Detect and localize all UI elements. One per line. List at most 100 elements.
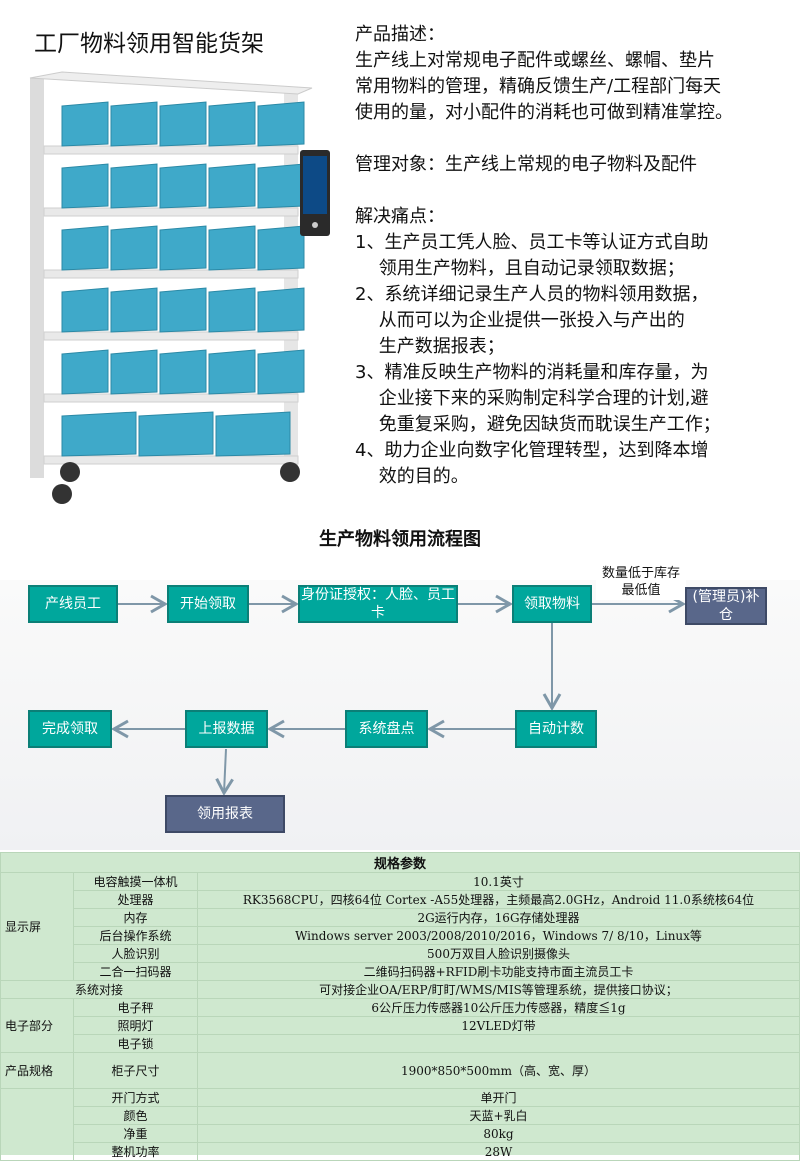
terminal-screen <box>303 156 327 214</box>
spec-value: 500万双目人脸识别摄像头 <box>197 944 800 963</box>
group-label: 产品规格 <box>0 1052 74 1089</box>
desc-line: 4、助力企业向数字化管理转型，达到降本增 <box>355 440 709 461</box>
spec-item: 人脸识别 <box>73 944 198 963</box>
storage-bin <box>61 101 109 147</box>
desc-line: 效的目的。 <box>355 466 469 487</box>
spec-item: 电容触摸一体机 <box>73 872 198 891</box>
step-pick-material: 领取物料 <box>512 585 592 623</box>
step-report-data: 上报数据 <box>185 710 268 748</box>
spec-item: 颜色 <box>73 1106 198 1125</box>
storage-bin <box>110 349 158 395</box>
storage-bin <box>208 349 256 395</box>
shelf-product-image <box>29 71 330 504</box>
storage-bin <box>159 349 207 395</box>
storage-bin <box>257 101 305 147</box>
desc-line: 生产线上对常规电子配件或螺丝、螺帽、垫片 <box>355 50 715 71</box>
step-start-pickup: 开始领取 <box>167 585 249 623</box>
storage-bin <box>159 225 207 271</box>
storage-bin <box>208 163 256 209</box>
spec-value: 10.1英寸 <box>197 872 800 891</box>
flowchart-title: 生产物料领用流程图 <box>319 529 481 550</box>
shelf-plank <box>43 393 299 403</box>
storage-bin <box>138 411 214 457</box>
shelf-plank <box>43 207 299 217</box>
shelf-top <box>29 71 313 95</box>
spec-item: 开门方式 <box>73 1088 198 1107</box>
desc-line: 产品描述： <box>355 24 445 45</box>
step-inventory: 系统盘点 <box>345 710 428 748</box>
storage-bin <box>159 101 207 147</box>
terminal-camera <box>312 222 318 228</box>
page-title: 工厂物料领用智能货架 <box>34 31 264 57</box>
spec-item: 后台操作系统 <box>73 926 198 945</box>
spec-value: RK3568CPU，四核64位 Cortex -A55处理器，主频最高2.0GH… <box>197 890 800 909</box>
shelf-plank <box>43 269 299 279</box>
spec-item: 照明灯 <box>73 1016 198 1035</box>
desc-line: 管理对象：生产线上常规的电子物料及配件 <box>355 154 697 175</box>
step-usage-report: 领用报表 <box>165 795 285 833</box>
step-identity-auth: 身份证授权：人脸、员工卡 <box>298 585 458 623</box>
desc-line <box>355 126 733 152</box>
wheel <box>280 462 300 482</box>
desc-line: 1、生产员工凭人脸、员工卡等认证方式自助 <box>355 232 709 253</box>
spec-item: 整机功率 <box>73 1142 198 1161</box>
wheel <box>60 462 80 482</box>
desc-line: 生产数据报表； <box>355 336 505 357</box>
desc-line: 3、精准反映生产物料的消耗量和库存量，为 <box>355 362 709 383</box>
group-empty <box>0 1088 74 1161</box>
step-line-worker: 产线员工 <box>28 585 118 623</box>
spec-value: 天蓝+乳白 <box>197 1106 800 1125</box>
desc-line: 从而可以为企业提供一张投入与产出的 <box>355 310 685 331</box>
storage-bin <box>61 163 109 209</box>
spec-value: 单开门 <box>197 1088 800 1107</box>
spec-value: 80kg <box>197 1124 800 1143</box>
step-replenish: (管理员)补仓 <box>685 587 767 625</box>
desc-line: 使用的量，对小配件的消耗也可做到精准掌控。 <box>355 102 733 123</box>
step-auto-count: 自动计数 <box>515 710 597 748</box>
storage-bin <box>61 287 109 333</box>
spec-item: 系统对接 <box>0 980 198 999</box>
spec-value <box>197 1034 800 1053</box>
spec-value: Windows server 2003/2008/2010/2016，Windo… <box>197 926 800 945</box>
product-description: 产品描述： 生产线上对常规电子配件或螺丝、螺帽、垫片 常用物料的管理，精确反馈生… <box>355 22 733 490</box>
flow-arrows <box>110 594 687 797</box>
step-complete: 完成领取 <box>28 710 112 748</box>
storage-bin <box>257 349 305 395</box>
group-label: 电子部分 <box>0 998 74 1053</box>
desc-line: 免重复采购，避免因缺货而耽误生产工作； <box>355 414 721 435</box>
storage-bin <box>208 225 256 271</box>
spec-item: 电子秤 <box>73 998 198 1017</box>
shelf-plank <box>43 145 299 155</box>
spec-value: 12VLED灯带 <box>197 1016 800 1035</box>
storage-bin <box>110 101 158 147</box>
desc-line: 解决痛点： <box>355 206 445 227</box>
storage-bin <box>159 287 207 333</box>
spec-value: 6公斤压力传感器10公斤压力传感器，精度≦1g <box>197 998 800 1017</box>
spec-item: 净重 <box>73 1124 198 1143</box>
desc-line <box>355 178 733 204</box>
storage-bin <box>61 225 109 271</box>
storage-bin <box>110 225 158 271</box>
spec-value: 28W <box>197 1142 800 1161</box>
storage-bin <box>208 287 256 333</box>
storage-bin <box>61 349 109 395</box>
spec-item: 二合一扫码器 <box>73 962 198 981</box>
desc-line: 常用物料的管理，精确反馈生产/工程部门每天 <box>355 76 722 97</box>
spec-value: 二维码扫码器+RFID刷卡功能支持市面主流员工卡 <box>197 962 800 981</box>
spec-item: 电子锁 <box>73 1034 198 1053</box>
desc-line: 领用生产物料，且自动记录领取数据； <box>355 258 685 279</box>
spec-title: 规格参数 <box>0 852 800 873</box>
spec-item: 内存 <box>73 908 198 927</box>
spec-value: 可对接企业OA/ERP/盯盯/WMS/MIS等管理系统，提供接口协议； <box>197 980 800 999</box>
storage-bin <box>110 163 158 209</box>
spec-value: 2G运行内存，16G存储处理器 <box>197 908 800 927</box>
storage-bin <box>257 163 305 209</box>
shelf-plank <box>43 331 299 341</box>
storage-bin <box>208 101 256 147</box>
storage-bin <box>215 411 291 457</box>
spec-value: 1900*850*500mm（高、宽、厚） <box>197 1052 800 1089</box>
desc-line: 企业接下来的采购制定科学合理的计划,避 <box>355 388 709 409</box>
storage-bin <box>159 163 207 209</box>
shelf-plank <box>43 455 299 465</box>
